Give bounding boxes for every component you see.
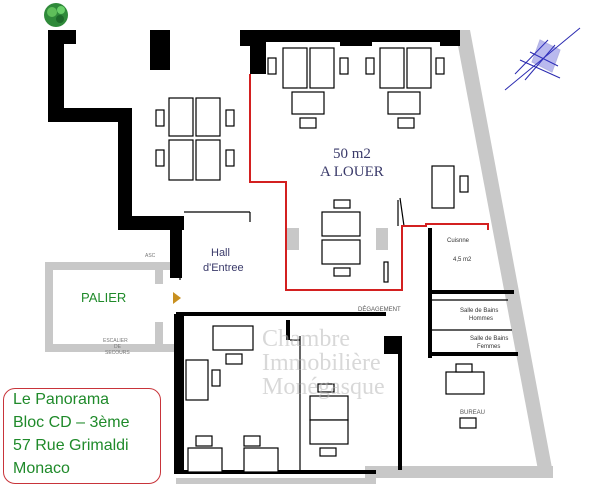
- bath-men-label-2: Hommes: [469, 316, 494, 322]
- hall-label-1: Hall: [211, 247, 230, 259]
- rental-status-label: A LOUER: [320, 164, 384, 180]
- escalier-label-1: ESCALIER: [103, 338, 128, 344]
- caption-building: Le Panorama: [13, 391, 110, 408]
- tree-icon: [44, 3, 68, 27]
- degagement-label: DÉGAGEMENT: [358, 307, 401, 313]
- door-icon: [173, 292, 181, 304]
- caption-block: Bloc CD – 3ème: [13, 414, 130, 431]
- bath-women-label-2: Femmes: [477, 344, 501, 350]
- bath-women-label-1: Salle de Bains: [470, 336, 509, 342]
- kitchen-area-label: 4,5 m2: [453, 257, 472, 263]
- escalier-label-3: SECOURS: [105, 350, 130, 356]
- compass-icon: [504, 27, 581, 91]
- rental-area-label: 50 m2: [333, 146, 371, 162]
- outer-wall-light: [45, 30, 553, 484]
- interior-walls: [179, 197, 512, 470]
- caption-city: Monaco: [13, 460, 70, 477]
- asc-label: ASC: [145, 253, 156, 259]
- furniture: [155, 47, 485, 473]
- outer-wall: [48, 30, 518, 474]
- hall-label-2: d'Entree: [203, 262, 244, 274]
- rental-outline: [249, 74, 489, 291]
- caption-street: 57 Rue Grimaldi: [13, 437, 129, 454]
- escalier-label-2: DE: [114, 344, 121, 350]
- address-caption: [3, 388, 161, 484]
- palier-label: PALIER: [81, 290, 127, 305]
- bureau-label: BUREAU: [460, 410, 486, 416]
- bath-men-label-1: Salle de Bains: [460, 308, 499, 314]
- kitchen-label: Cuisnne: [447, 238, 470, 244]
